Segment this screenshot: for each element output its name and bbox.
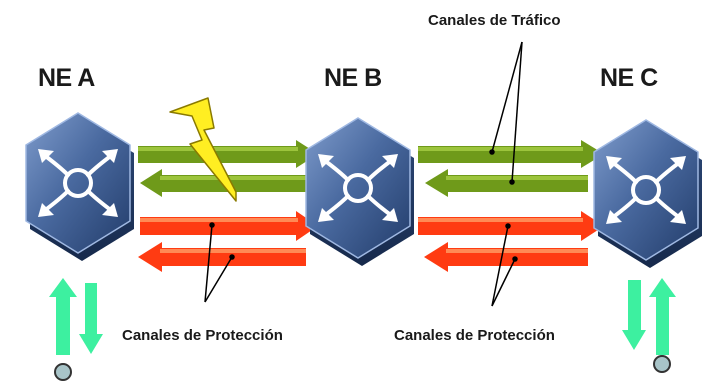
switch-ne-c-icon <box>592 118 704 270</box>
protection-arrow-b-to-a <box>138 242 306 272</box>
traffic-channels-label: Canales de Tráfico <box>428 12 561 29</box>
endpoint-a-icon <box>54 363 72 381</box>
protection-arrow-c-to-b <box>424 242 588 272</box>
node-label-ne-b: NE B <box>324 64 382 92</box>
node-label-ne-a: NE A <box>38 64 95 92</box>
protection-arrow-a-to-b <box>140 211 318 241</box>
traffic-arrow-a-to-b <box>138 140 318 168</box>
protection-arrow-b-to-c <box>418 211 604 241</box>
protection-channels-label-left: Canales de Protección <box>122 327 283 344</box>
tributary-arrows-a <box>49 278 103 355</box>
callout-lines <box>204 41 523 307</box>
tributary-arrows-c <box>622 278 676 355</box>
switch-ne-a-icon <box>24 111 136 263</box>
lightning-bolt-icon <box>169 97 237 202</box>
traffic-channels <box>138 140 604 197</box>
traffic-arrow-c-to-b <box>425 169 588 197</box>
traffic-arrow-b-to-a <box>140 169 306 197</box>
node-label-ne-c: NE C <box>600 64 658 92</box>
protection-channels-label-right: Canales de Protección <box>394 327 555 344</box>
endpoint-c-icon <box>653 355 671 373</box>
switch-ne-b-icon <box>304 116 416 268</box>
traffic-arrow-b-to-c <box>418 140 604 168</box>
